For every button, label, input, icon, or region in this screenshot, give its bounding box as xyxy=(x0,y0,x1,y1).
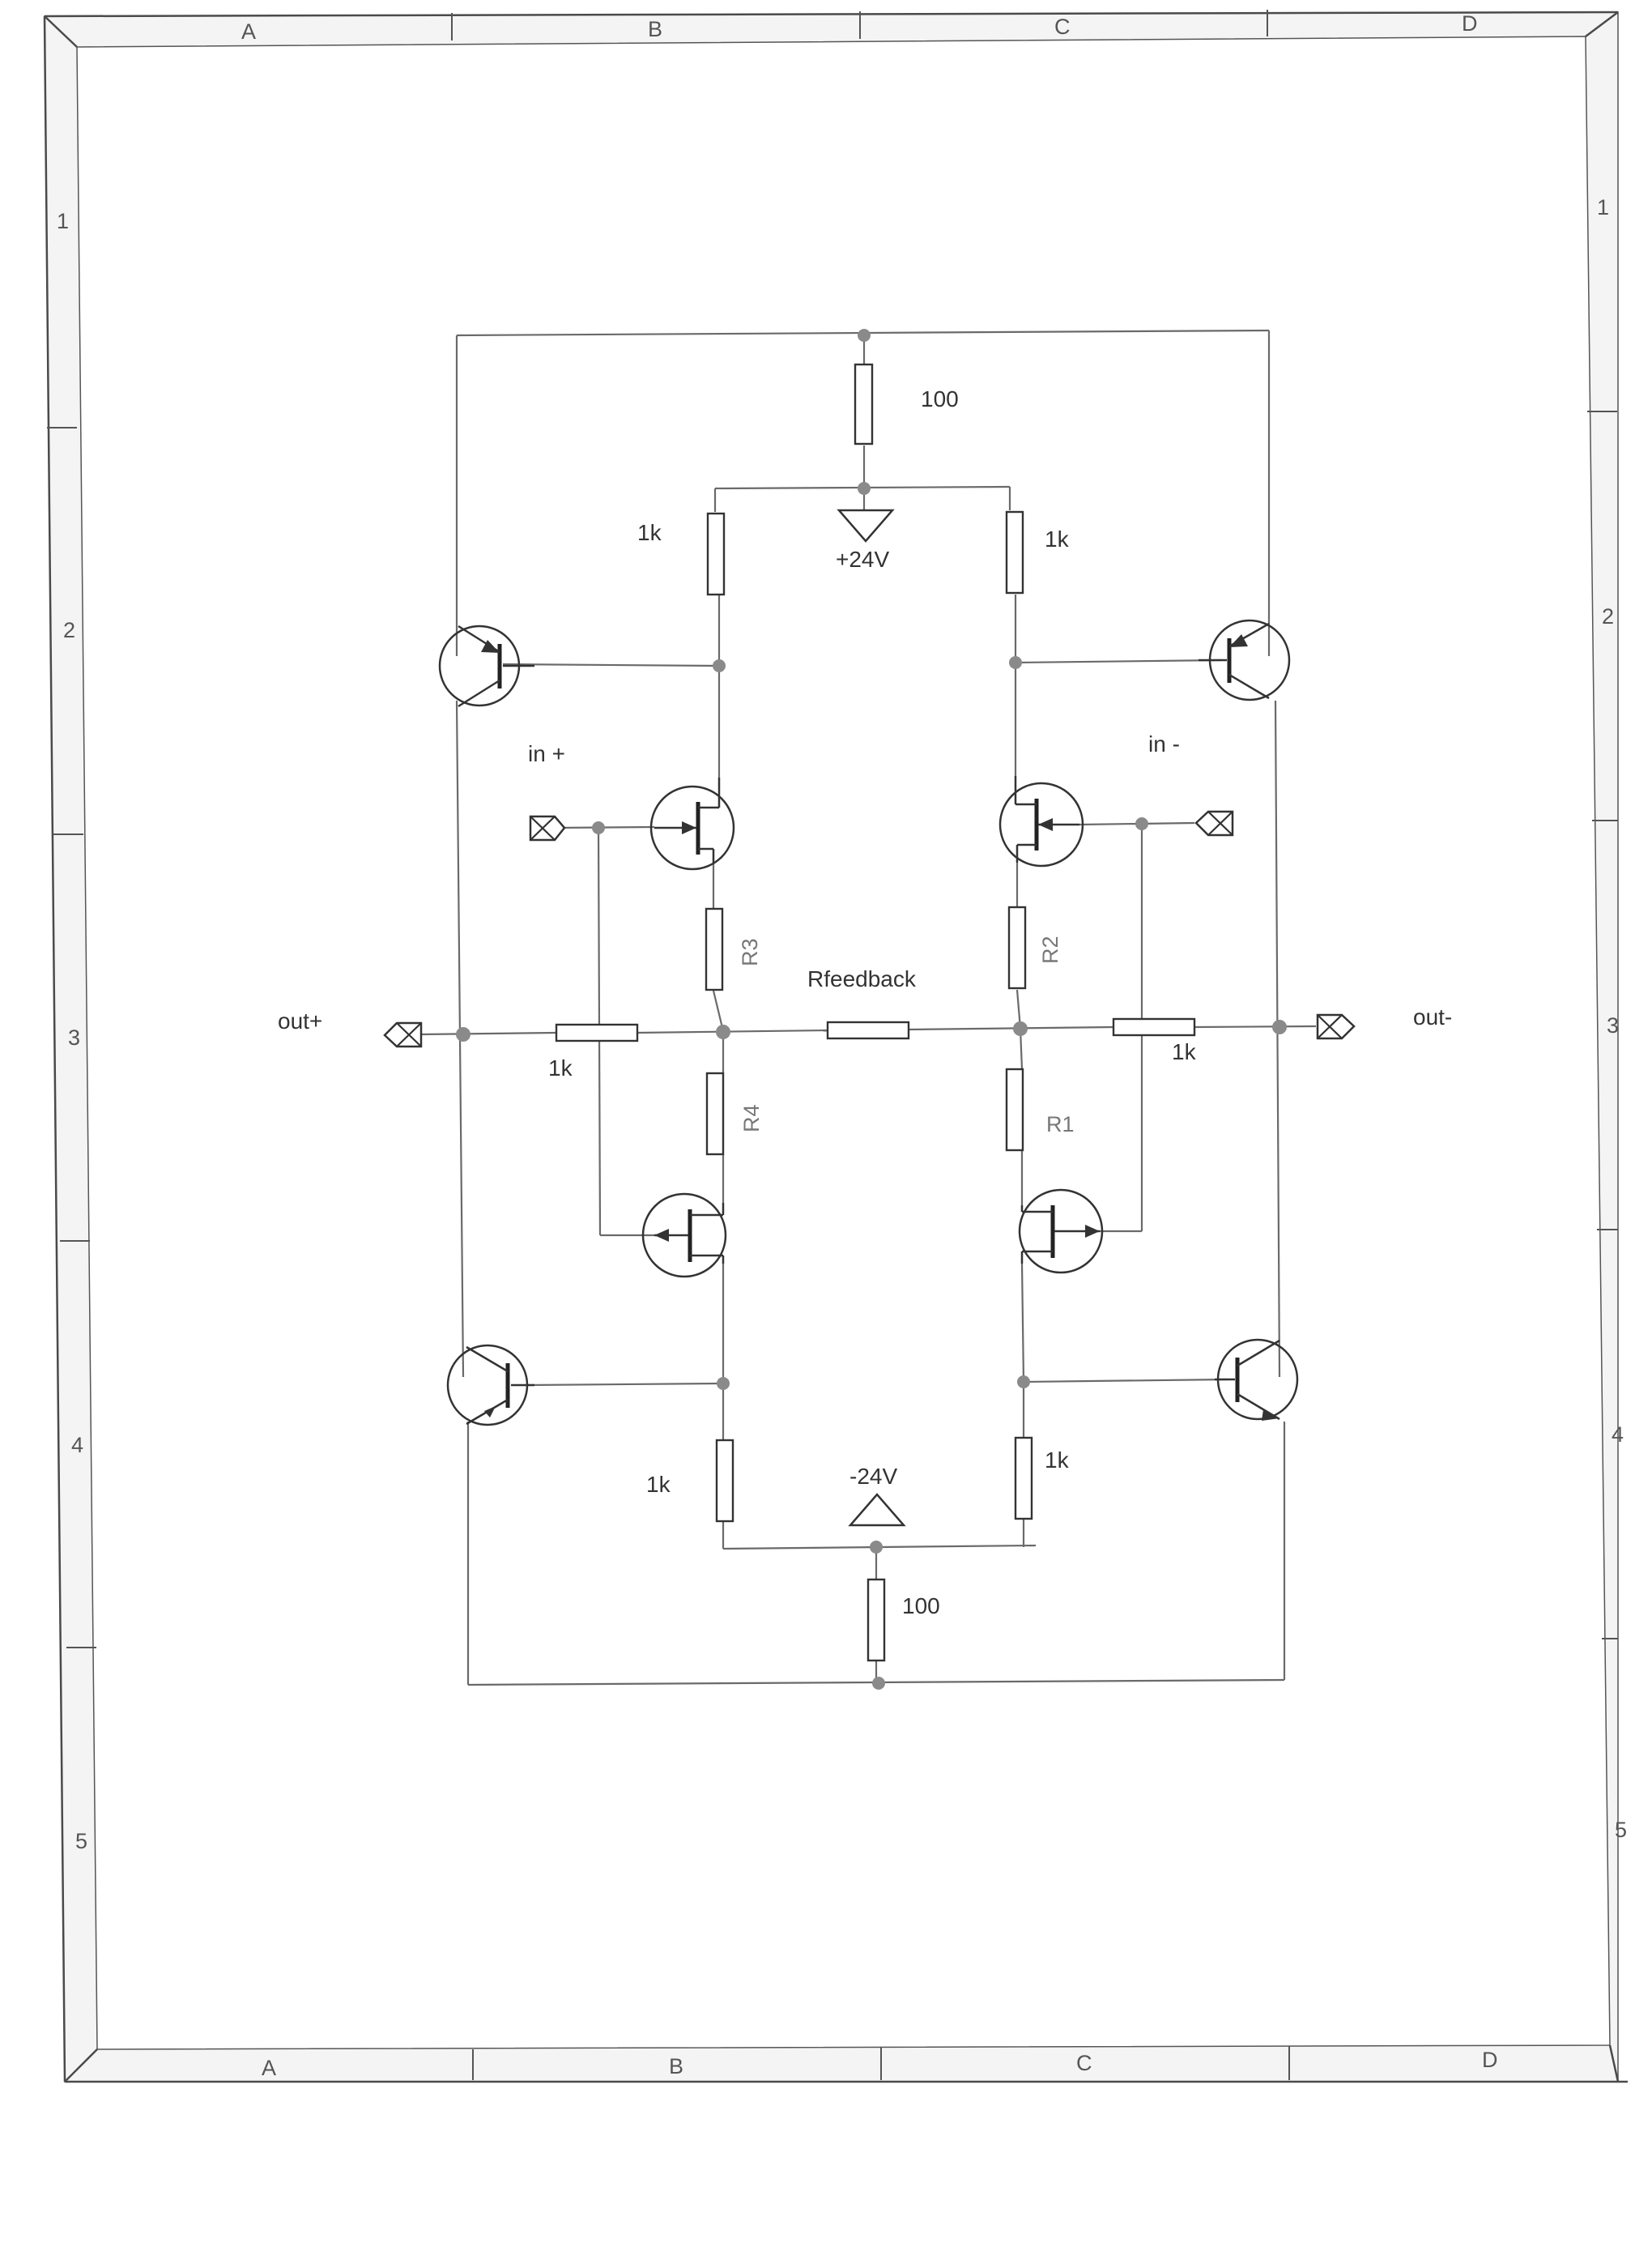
transistor-q2-icon xyxy=(1199,619,1291,701)
jfet-transistors xyxy=(641,776,1104,1278)
port-out-plus-icon xyxy=(383,1021,423,1048)
node-bottom-split xyxy=(870,1541,883,1554)
label-out-left: 1k xyxy=(548,1055,573,1081)
label-out-plus: out+ xyxy=(278,1008,322,1034)
col-label-top-d: D xyxy=(1462,11,1478,36)
row-label-left-5: 5 xyxy=(75,1829,87,1853)
label-top-right-load: 1k xyxy=(1045,526,1070,552)
label-r4: R4 xyxy=(739,1104,764,1132)
transistor-q1-icon xyxy=(438,625,534,708)
node-left-q1-base xyxy=(713,659,726,672)
port-out-minus-icon xyxy=(1316,1013,1356,1040)
jfet-j2-icon xyxy=(998,776,1084,868)
label-out-minus: out- xyxy=(1413,1004,1452,1030)
label-r1: R1 xyxy=(1046,1112,1075,1136)
labels: 100 1k 1k in + in - Rfeedback out+ out- … xyxy=(278,386,1452,1618)
node-top-supply xyxy=(858,329,871,342)
ports xyxy=(383,810,1356,1048)
row-label-right-5: 5 xyxy=(1615,1818,1627,1842)
col-label-bottom-b: B xyxy=(669,2054,683,2078)
resistor-r3 xyxy=(705,907,724,991)
label-r3: R3 xyxy=(738,938,762,966)
jfet-j4-icon xyxy=(1018,1188,1104,1274)
transistor-q4-icon xyxy=(1215,1338,1299,1421)
node-in-plus xyxy=(592,821,605,834)
positive-supply-label: +24V xyxy=(836,547,889,572)
row-label-left-1: 1 xyxy=(57,209,69,233)
row-label-left-2: 2 xyxy=(63,618,75,642)
transistor-q3-icon xyxy=(446,1344,534,1426)
resistor-r4 xyxy=(705,1072,725,1156)
col-label-top-c: C xyxy=(1054,15,1071,39)
node-right-q2-base xyxy=(1009,656,1022,669)
resistor-r1 xyxy=(1005,1068,1024,1152)
jfet-j3-icon xyxy=(641,1192,727,1278)
label-top-left-load: 1k xyxy=(637,520,662,545)
node-left-q3-base xyxy=(717,1377,730,1390)
resistors xyxy=(555,363,1196,1662)
node-right-q4-base xyxy=(1017,1375,1030,1388)
junction-nodes xyxy=(456,329,1287,1690)
node-right-mid xyxy=(1013,1021,1028,1036)
row-label-right-3: 3 xyxy=(1607,1013,1619,1038)
resistor-bottom-tail xyxy=(866,1578,886,1662)
label-bottom-right-load: 1k xyxy=(1045,1447,1070,1473)
col-label-bottom-a: A xyxy=(262,2056,276,2080)
grid-labels: A B C D A B C D 1 2 3 4 5 1 2 3 4 5 xyxy=(57,11,1627,2080)
node-left-mid xyxy=(716,1025,730,1039)
resistor-out-left xyxy=(555,1023,639,1042)
resistor-top-tail xyxy=(854,363,874,446)
row-label-right-4: 4 xyxy=(1612,1422,1624,1447)
resistor-out-right xyxy=(1112,1017,1196,1037)
node-out-minus xyxy=(1272,1020,1287,1034)
negative-supply-symbol xyxy=(848,1493,906,1527)
col-label-top-a: A xyxy=(241,19,256,44)
resistor-bottom-right-load xyxy=(1014,1436,1033,1520)
label-in-plus: in + xyxy=(528,741,565,766)
bipolar-transistors xyxy=(438,619,1299,1426)
node-bottom-supply xyxy=(872,1677,885,1690)
node-top-split xyxy=(858,482,871,495)
positive-supply-symbol xyxy=(837,509,895,543)
col-label-bottom-d: D xyxy=(1482,2048,1498,2072)
label-feedback: Rfeedback xyxy=(807,966,917,991)
resistor-r2 xyxy=(1007,906,1027,990)
supplies: +24V -24V xyxy=(836,509,906,1527)
port-in-plus-icon xyxy=(529,815,566,842)
col-label-bottom-c: C xyxy=(1076,2051,1092,2075)
row-label-right-2: 2 xyxy=(1602,604,1614,629)
drawing-frame xyxy=(43,11,1628,2083)
jfet-j1-icon xyxy=(649,778,735,871)
label-in-minus: in - xyxy=(1148,731,1180,757)
resistor-bottom-left-load xyxy=(715,1439,734,1523)
row-label-right-1: 1 xyxy=(1597,195,1609,220)
label-bottom-tail: 100 xyxy=(902,1593,940,1618)
resistor-top-right-load xyxy=(1005,510,1024,595)
label-r2: R2 xyxy=(1038,936,1062,964)
label-bottom-left-load: 1k xyxy=(646,1472,671,1497)
grid-ticks xyxy=(47,10,1618,2080)
resistor-top-left-load xyxy=(706,512,726,596)
port-in-minus-icon xyxy=(1194,810,1234,837)
label-top-tail: 100 xyxy=(921,386,959,411)
row-label-left-3: 3 xyxy=(68,1025,80,1050)
label-out-right: 1k xyxy=(1172,1039,1197,1064)
row-label-left-4: 4 xyxy=(71,1433,83,1457)
node-in-minus xyxy=(1135,817,1148,830)
node-out-plus xyxy=(456,1027,470,1042)
resistor-feedback xyxy=(826,1021,910,1040)
negative-supply-label: -24V xyxy=(849,1464,897,1489)
col-label-top-b: B xyxy=(648,17,662,41)
